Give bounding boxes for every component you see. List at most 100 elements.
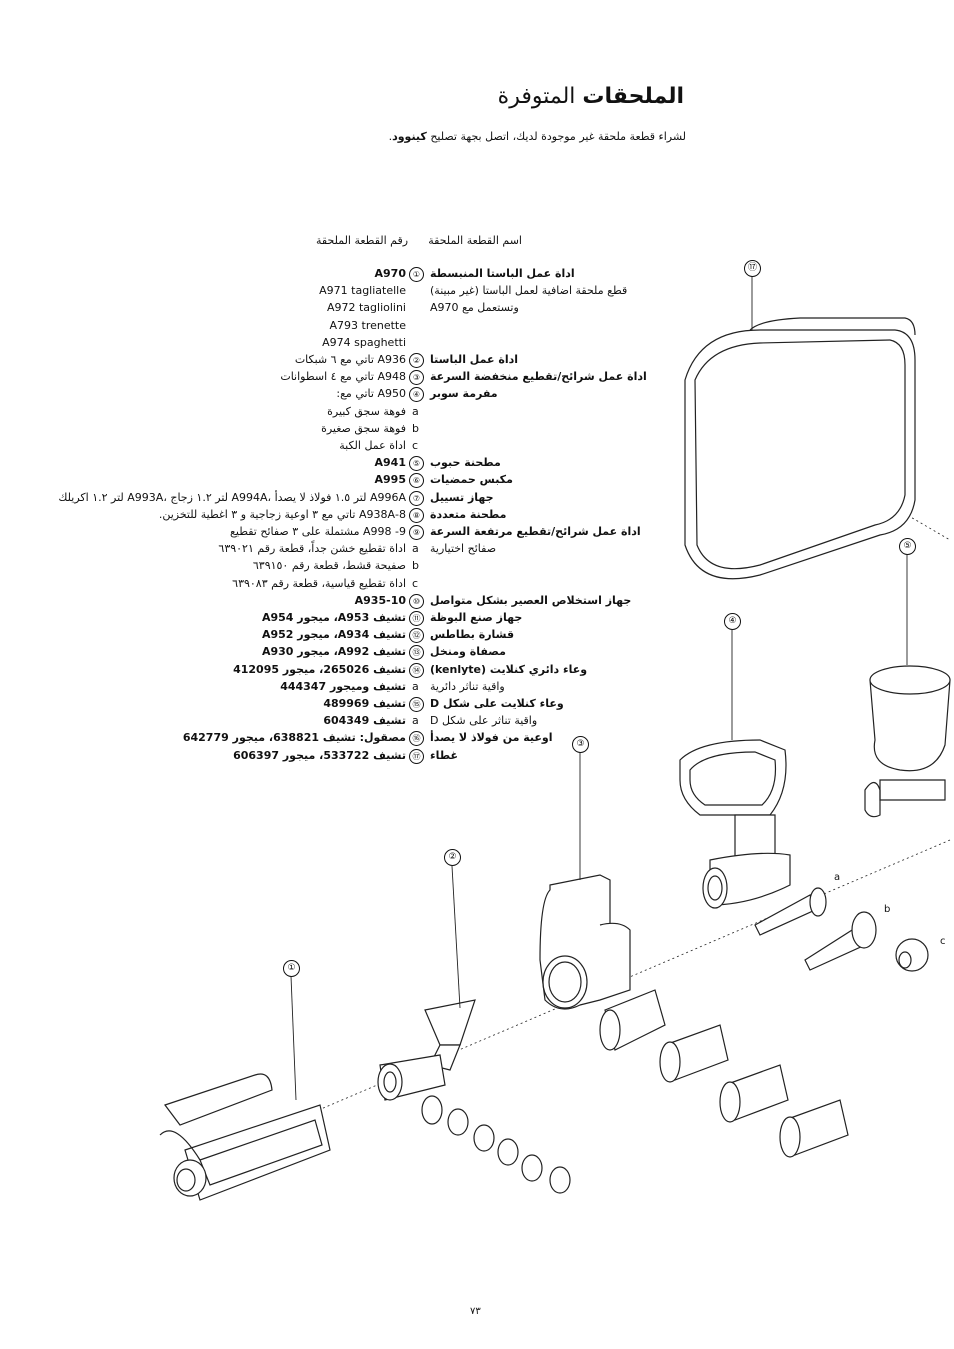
part-number: تشيف A934، ميجور A952: [261, 628, 406, 642]
part-name: جهاز استخلاص العصير بشكل متواصل: [430, 593, 632, 607]
part-name: جهاز تسييل: [430, 490, 494, 504]
slicer-icon: [539, 874, 631, 1010]
part-number: A950 تاتي مع:: [336, 387, 406, 401]
item-number-badge: ①: [409, 267, 424, 282]
sub-item-letter: a: [412, 542, 419, 556]
part-name: وتستعمل مع A970: [430, 301, 519, 315]
item-number-badge: ③: [409, 370, 424, 386]
pasta-maker-icon: [377, 999, 476, 1101]
sub-item-letter: c: [412, 576, 419, 590]
pasta-die-1-icon: [421, 1095, 443, 1125]
intro-end: .: [388, 130, 393, 143]
item-number-badge: ⑬: [409, 645, 424, 661]
part-name: اداة عمل شرائح/تقطيع مرتفعة السرعة: [430, 525, 641, 538]
page-number: ٧٣: [470, 1306, 481, 1317]
intro-brand: كينوود: [392, 130, 427, 143]
part-name: واقية تناثر دائرية: [430, 679, 505, 693]
callout-2: ②: [444, 849, 461, 866]
mincer-icon: [679, 739, 791, 909]
part-number: اداة تقطيع قياسية، قطعة رقم ٦٣٩٠٨٣: [232, 576, 406, 590]
pasta-roller-icon: [159, 1073, 331, 1201]
table-row: 8-A938A تاتي مع ٣ اوعية زجاجية و ٣ اغطية…: [0, 507, 954, 525]
part-number: A995: [374, 473, 406, 487]
callout-3: ③: [572, 736, 589, 753]
part-number: 10-A935: [354, 593, 406, 607]
part-number: اداة عمل الكبة: [339, 439, 406, 452]
item-number-badge: ⑩: [409, 593, 424, 609]
part-number: تشيف A992، ميجور A930: [261, 645, 406, 659]
item-number-badge: ⑭: [409, 662, 424, 678]
part-number: تشيف A953، ميجور A954: [261, 611, 406, 624]
sausage-nozzle-a-icon: [754, 887, 827, 936]
sub-item-letter: c: [412, 439, 419, 452]
part-name: اداة عمل الباستا المنبسطة: [430, 267, 575, 280]
part-number: A998 -9 مشتملة على ٣ صفائح تقطيع: [230, 525, 406, 538]
item-number-badge: ⑰: [409, 748, 424, 764]
pasta-die-4-icon: [497, 1138, 519, 1166]
pasta-die-5-icon: [521, 1154, 543, 1182]
part-number: A972 tagliolini: [326, 301, 406, 315]
part-number: A941: [374, 456, 406, 470]
item-number-badge: ⑨: [409, 525, 424, 540]
item-number-badge: ⑥: [409, 473, 424, 489]
item-number-badge: ⑧: [409, 507, 424, 523]
intro-text: لشراء قطعة ملحقة غير موجودة لديك، اتصل ب…: [389, 130, 686, 143]
part-number: تشيف وميجور 444347: [280, 679, 406, 693]
pasta-die-2-icon: [447, 1108, 469, 1136]
assembly-line-2: [829, 469, 951, 541]
item-number-badge: ⑤: [409, 456, 424, 472]
part-number: A974 spaghetti: [322, 335, 406, 349]
header-part-number: رقم القطعة الملحقة: [316, 234, 409, 247]
part-number: تشيف 604349: [323, 714, 406, 728]
part-name: وعاء كنلايت على شكل D: [430, 697, 564, 710]
part-name: مفرمة سوبر: [430, 387, 498, 401]
item-number-badge: ⑪: [409, 611, 424, 626]
part-name: صفائح اختيارية: [430, 542, 497, 556]
part-number: A971 tagliatelle: [319, 284, 406, 298]
part-number: 8-A938A تاتي مع ٣ اوعية زجاجية و ٣ اغطية…: [158, 507, 406, 521]
part-number: مصقول: تشيف 638821، ميجور 642779: [182, 731, 406, 745]
part-number: فوهة سجق صغيرة: [321, 421, 406, 435]
part-number: فوهة سجق كبيرة: [327, 404, 406, 418]
item-number-badge: ⑦: [409, 490, 424, 506]
part-name: وعاء دائري كنلايت (kenlyte): [430, 662, 588, 676]
part-name: قشارة بطاطس: [430, 628, 515, 642]
part-name: اداة عمل شرائح/تقطيع منخفضة السرعة: [430, 370, 647, 384]
part-number: A996A لتر ١.٥ فولاذ لا يصدأ ،A994A لتر ١…: [58, 490, 406, 504]
sausage-nozzle-b-icon: [804, 911, 877, 971]
cover-icon: [684, 317, 916, 580]
part-number: تشيف 533722، ميجور 606397: [233, 748, 406, 762]
table-row: اداة تقطيع خشن جداً، قطعة رقم ٦٣٩٠٢١ a صفا…: [0, 542, 954, 559]
callout-1: ①: [283, 960, 300, 977]
header-part-name: اسم القطعة الملحقة: [428, 234, 522, 247]
kibbe-maker-icon: [895, 938, 929, 972]
table-row: فوهة سجق كبيرة a: [0, 405, 954, 422]
pasta-die-6-icon: [549, 1166, 571, 1194]
part-number: A948 تاتي مع ٤ اسطوانات: [280, 370, 406, 384]
table-row: A974 spaghetti: [0, 336, 954, 353]
part-name: مطحنة متعددة: [430, 507, 507, 521]
part-number: اداة تقطيع خشن جداً، قطعة رقم ٦٣٩٠٢١: [218, 542, 406, 556]
slicer-drum-2-icon: [659, 1024, 729, 1083]
table-row: A793 trenette: [0, 319, 954, 336]
sub-item-letter: a: [412, 404, 419, 418]
part-number: A970: [374, 267, 406, 280]
part-name: جهاز صنع البوظة: [430, 611, 523, 624]
